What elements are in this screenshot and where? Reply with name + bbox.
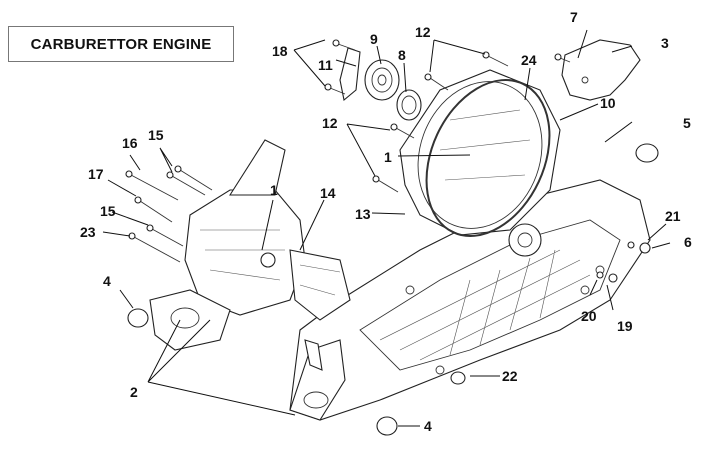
callout-4-left: 4 <box>103 273 111 289</box>
callout-15-mid: 15 <box>100 203 116 219</box>
callout-13: 13 <box>355 206 371 222</box>
bearing <box>364 59 400 101</box>
diagram-title: CARBURETTOR ENGINE <box>8 26 234 62</box>
cover-plate <box>561 39 641 101</box>
callout-22: 22 <box>502 368 518 384</box>
gasket-ring <box>425 79 551 237</box>
clutch-side-cover <box>399 69 561 236</box>
callout-labels: 18 11 9 8 12 7 3 24 10 12 1 5 13 15 16 1… <box>80 9 692 434</box>
retainer-plate <box>339 47 361 102</box>
drain-plugs <box>596 241 651 283</box>
callout-19: 19 <box>617 318 633 334</box>
callout-8: 8 <box>398 47 406 63</box>
callout-1-case: 1 <box>270 182 278 198</box>
callout-5: 5 <box>683 115 691 131</box>
silent-blocks <box>127 143 659 436</box>
callout-21: 21 <box>665 208 681 224</box>
callout-7: 7 <box>570 9 578 25</box>
lower-mount-arm <box>289 339 346 421</box>
crankcase-half-left <box>149 139 351 351</box>
callout-15-top: 15 <box>148 127 164 143</box>
oil-seal <box>396 89 422 121</box>
callout-6: 6 <box>684 234 692 250</box>
callout-4-bottom: 4 <box>424 418 432 434</box>
bolts <box>125 39 571 263</box>
callout-24: 24 <box>521 52 537 68</box>
callout-20: 20 <box>581 308 597 324</box>
callout-9: 9 <box>370 31 378 47</box>
leader-lines <box>102 29 671 427</box>
callout-14: 14 <box>320 185 336 201</box>
callout-18: 18 <box>272 43 288 59</box>
crankcase-half-main <box>289 179 651 421</box>
callout-11: 11 <box>318 57 333 73</box>
callout-12-top: 12 <box>415 24 431 40</box>
callout-12-mid: 12 <box>322 115 338 131</box>
callout-3: 3 <box>661 35 669 51</box>
callout-16: 16 <box>122 135 138 151</box>
callout-1-cover: 1 <box>384 149 392 165</box>
callout-23: 23 <box>80 224 96 240</box>
callout-2: 2 <box>130 384 138 400</box>
callout-17: 17 <box>88 166 104 182</box>
callout-10: 10 <box>600 95 616 111</box>
